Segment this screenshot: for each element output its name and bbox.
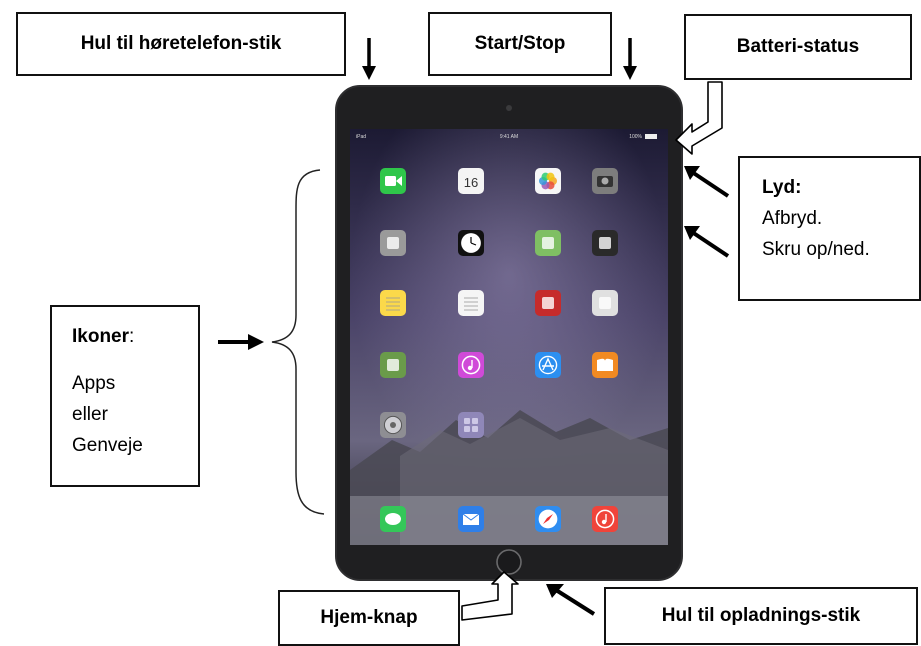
icons-brace (271, 169, 325, 515)
icons-colon: : (129, 326, 135, 347)
sound-line-mute: Afbryd. (762, 208, 823, 229)
bent-arrow-icon (461, 571, 519, 621)
icons-line-or: eller (72, 404, 108, 425)
front-camera (506, 105, 512, 111)
appstore-icon[interactable] (535, 352, 561, 378)
compass-icon[interactable] (535, 506, 561, 532)
arrow-right-icon (218, 334, 264, 350)
icons-line-apps: Apps (72, 373, 116, 394)
app-icon-grid: 16 (380, 168, 618, 438)
contacts-icon[interactable] (380, 230, 406, 256)
icons-title-row: Ikoner: (72, 321, 198, 352)
mail-icon[interactable] (458, 506, 484, 532)
calendar-day: 16 (464, 175, 478, 190)
bent-arrow-icon (675, 81, 723, 155)
video-icon[interactable] (380, 168, 406, 194)
map-icon[interactable] (535, 230, 561, 256)
status-time: 9:41 AM (500, 134, 518, 140)
icons-title: Ikoner (72, 326, 130, 347)
arrow-up-left-icon (546, 584, 596, 616)
arrow-up-left-icon (684, 226, 730, 258)
dock-icons (380, 506, 618, 532)
start-stop-label: Start/Stop (428, 12, 612, 76)
camera-icon[interactable] (592, 168, 618, 194)
gear-icon[interactable] (380, 412, 406, 438)
book-icon[interactable] (592, 352, 618, 378)
sound-label: Lyd: Afbryd. Skru op/ned. (738, 156, 921, 301)
arrow-down-icon (362, 38, 376, 80)
list-icon[interactable] (458, 290, 484, 316)
status-carrier: iPad (356, 134, 366, 140)
music-icon[interactable] (592, 506, 618, 532)
icons-label: Ikoner: Apps eller Genveje (50, 305, 200, 487)
notes-icon[interactable] (380, 290, 406, 316)
battery-status-label: Batteri-status (684, 14, 912, 80)
arrow-up-left-icon (684, 166, 730, 198)
home-button-label: Hjem-knap (278, 590, 460, 646)
charging-port-label: Hul til opladnings-stik (604, 587, 918, 645)
icons-line-shortcuts: Genveje (72, 435, 143, 456)
home-button[interactable] (496, 549, 522, 575)
booth-icon[interactable] (535, 290, 561, 316)
bubbles-icon[interactable] (592, 290, 618, 316)
clapper-icon[interactable] (592, 230, 618, 256)
news-icon[interactable] (380, 352, 406, 378)
headphone-jack-label: Hul til høretelefon-stik (16, 12, 346, 76)
arrow-down-icon (623, 38, 637, 80)
battery-icon (645, 134, 657, 139)
sound-title: Lyd: (762, 177, 802, 198)
ipad-device: iPad 9:41 AM 100% (335, 85, 683, 581)
calendar-icon[interactable]: 16 (458, 168, 484, 194)
folder-icon[interactable] (458, 412, 484, 438)
clock-icon[interactable] (458, 230, 484, 256)
message-icon[interactable] (380, 506, 406, 532)
sound-line-volume: Skru op/ned. (762, 239, 870, 260)
photos-icon[interactable] (535, 168, 561, 194)
status-battery: 100% (629, 134, 642, 140)
music-icon[interactable] (458, 352, 484, 378)
